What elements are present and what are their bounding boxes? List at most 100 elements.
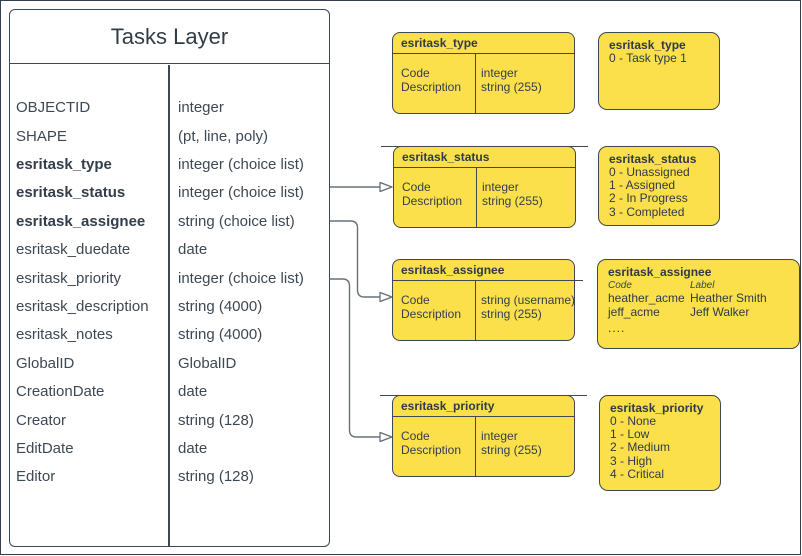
domain-field-types: string (username)string (255) <box>481 294 575 321</box>
field-row: esritask_priority integer (choice list) <box>10 264 329 292</box>
legend-item: 0 - Task type 1 <box>609 51 687 65</box>
field-name: Description <box>401 442 462 457</box>
tasks-layer-title: Tasks Layer <box>10 10 329 64</box>
field-name: esritask_assignee <box>16 212 146 230</box>
legend-code: heather_acme <box>608 291 685 305</box>
legend-item: 4 - Critical <box>610 466 665 481</box>
domain-table-title: esritask_status <box>394 147 575 168</box>
field-type: string (255) <box>481 79 542 94</box>
field-type: GlobalID <box>178 354 237 372</box>
field-name: Editor <box>16 468 56 486</box>
field-row: CreationDate date <box>10 378 329 406</box>
legend-item: 0 - Unassigned <box>609 165 690 179</box>
field-type: integer <box>481 66 518 81</box>
field-type: string (4000) <box>178 298 263 316</box>
column-divider <box>475 54 477 113</box>
field-type: string (255) <box>481 442 542 457</box>
field-name: EditDate <box>16 439 74 457</box>
field-type: string (255) <box>482 193 543 208</box>
legend-title: esritask_type <box>609 38 686 52</box>
field-name: esritask_priority <box>16 269 122 287</box>
legend-esritask-type: esritask_type 0 - Task type 1 <box>598 32 720 110</box>
field-row: Editor string (128) <box>10 463 329 491</box>
legend-item: 2 - In Progress <box>609 191 688 206</box>
legend-ellipsis: .... <box>608 321 626 335</box>
field-name: SHAPE <box>16 127 67 145</box>
legend-code-label-table: Code Label heather_acme Heather Smith je… <box>608 279 789 319</box>
separator-tick <box>574 280 583 282</box>
column-header: Label <box>690 280 715 291</box>
domain-table-title: esritask_priority <box>393 396 574 417</box>
field-name: Code <box>401 429 430 444</box>
field-name: OBJECTID <box>16 99 91 117</box>
legend-esritask-assignee: esritask_assignee Code Label heather_acm… <box>597 259 800 349</box>
field-type: string (choice list) <box>178 212 295 230</box>
field-type: integer (choice list) <box>178 156 304 174</box>
field-name: esritask_description <box>16 298 149 316</box>
field-type: integer <box>178 99 224 117</box>
field-name: Description <box>402 193 463 208</box>
legend-label: Jeff Walker <box>690 304 750 319</box>
field-row: esritask_description string (4000) <box>10 292 329 320</box>
domain-table-title: esritask_type <box>393 33 574 54</box>
field-name: GlobalID <box>16 354 75 372</box>
field-type: date <box>178 439 208 457</box>
field-row: esritask_notes string (4000) <box>10 321 329 349</box>
field-type: date <box>178 241 208 259</box>
field-name: Code <box>402 180 431 195</box>
legend-item: 3 - High <box>610 453 653 468</box>
field-row: esritask_type integer (choice list) <box>10 150 329 178</box>
field-type: integer (choice list) <box>178 184 304 202</box>
field-row: EditDate date <box>10 434 329 462</box>
field-type: integer <box>481 429 518 444</box>
tasks-layer-table: Tasks Layer OBJECTID integer SHAPE (pt, li… <box>9 9 330 547</box>
field-type: string (4000) <box>178 326 263 344</box>
field-type: (pt, line, poly) <box>178 127 269 145</box>
field-type: date <box>178 383 208 401</box>
field-row: OBJECTID integer <box>10 94 329 122</box>
legend-label: Heather Smith <box>690 291 767 305</box>
field-type: string (255) <box>481 306 542 321</box>
field-type: integer <box>482 180 519 195</box>
field-row: esritask_duedate date <box>10 236 329 264</box>
field-type: integer (choice list) <box>178 269 304 287</box>
field-name: esritask_duedate <box>16 241 131 259</box>
field-type: string (128) <box>178 411 254 429</box>
legend-item: 3 - Completed <box>609 204 685 219</box>
field-name: CreationDate <box>16 383 105 401</box>
open-arrowhead-icon <box>379 181 393 193</box>
legend-item: 2 - Medium <box>610 440 671 455</box>
legend-title: esritask_assignee <box>608 265 712 279</box>
field-type: string (username) <box>481 293 576 308</box>
connector-assignee <box>330 220 380 298</box>
column-divider <box>475 417 477 476</box>
field-name: esritask_notes <box>16 326 113 344</box>
legend-code: jeff_acme <box>608 304 660 319</box>
field-row: GlobalID GlobalID <box>10 349 329 377</box>
header-overhang-line <box>381 145 588 147</box>
field-name: Description <box>401 306 462 321</box>
field-row: SHAPE (pt, line, poly) <box>10 122 329 150</box>
field-name: Creator <box>16 411 67 429</box>
legend-esritask-priority: esritask_priority 0 - None 1 - Low 2 - M… <box>599 395 721 491</box>
tasks-layer-fields: OBJECTID integer SHAPE (pt, line, poly) es… <box>10 65 329 546</box>
field-row: Creator string (128) <box>10 406 329 434</box>
field-name: esritask_type <box>16 156 112 174</box>
legend-item: 0 - None <box>610 414 657 428</box>
field-type: string (128) <box>178 468 254 486</box>
legend-item: 1 - Low <box>610 427 650 442</box>
